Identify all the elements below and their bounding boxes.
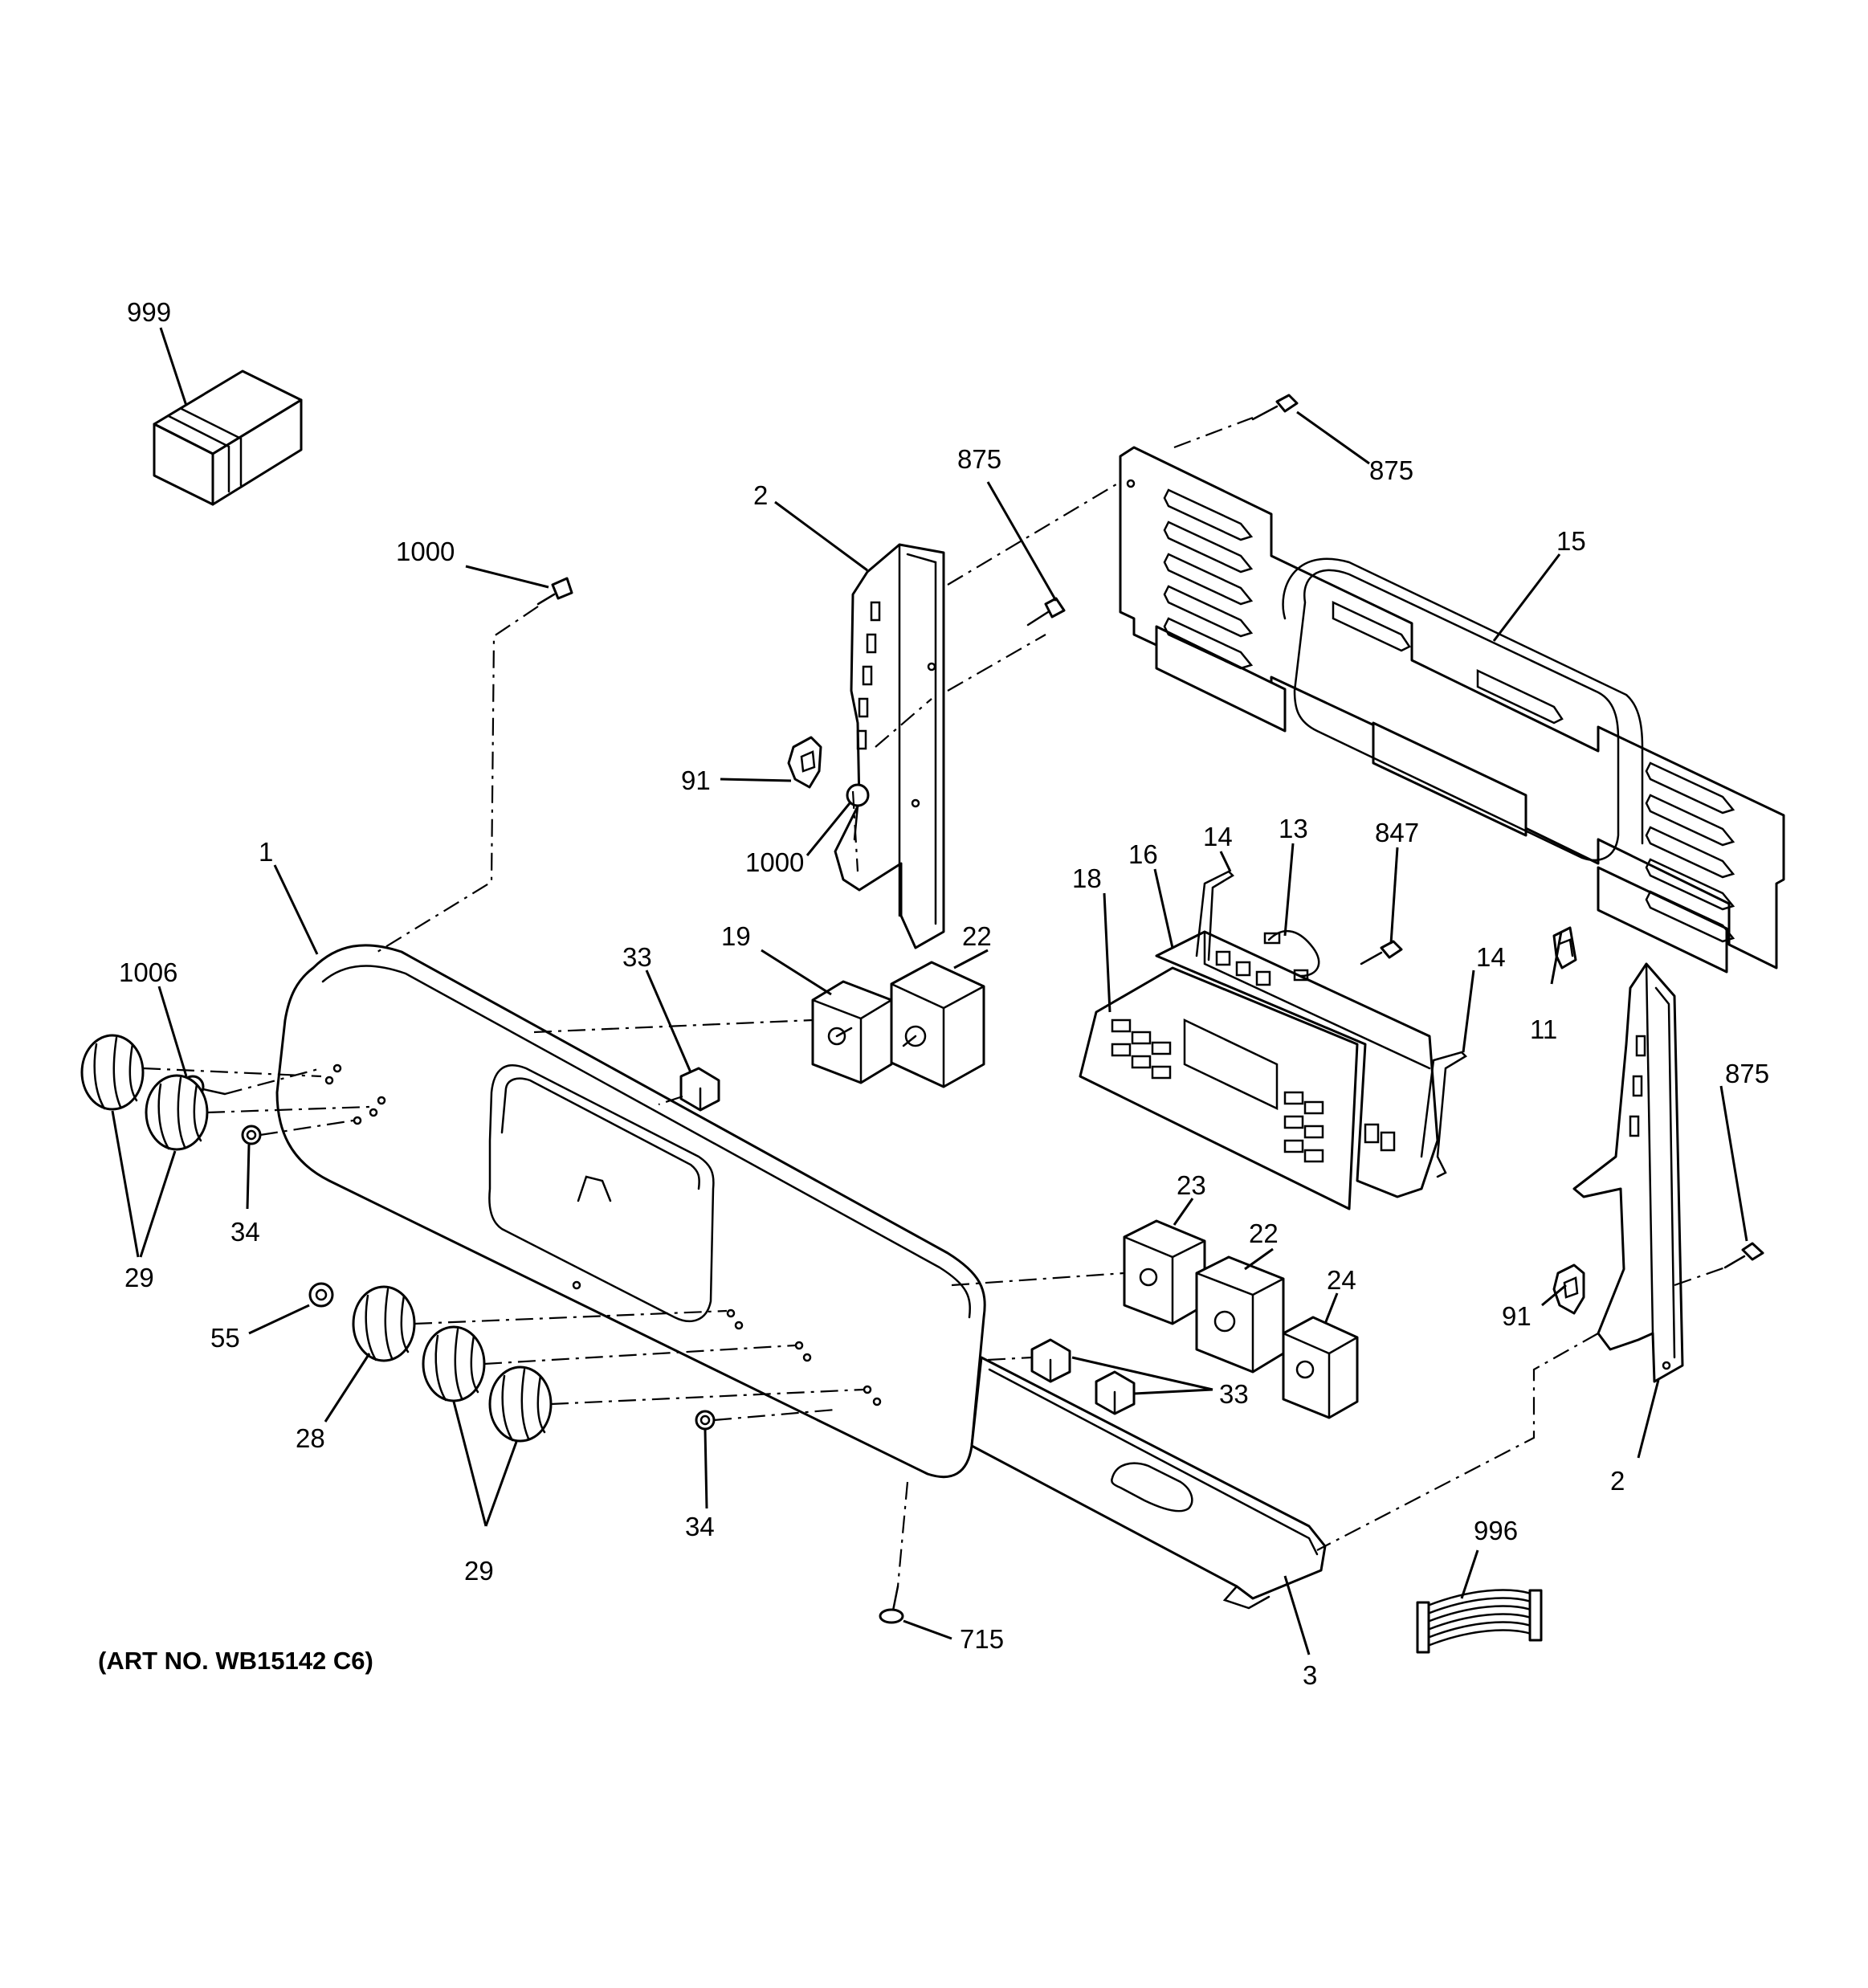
part-1-control-panel [275,944,986,1479]
label-34-upper: 34 [230,1217,260,1247]
assembly-lines [142,416,1726,1587]
part-22-switch-lower [1195,1255,1285,1374]
part-33-rocker-switch-upper [679,1067,720,1112]
label-847: 847 [1375,818,1419,847]
part-999-literature-box [153,369,303,506]
label-33-lower: 33 [1219,1379,1249,1409]
label-19: 19 [721,921,751,951]
part-23-switch [1123,1219,1206,1325]
part-29-knob-lower-2 [488,1365,553,1443]
part-875-screw-middle [1026,597,1066,627]
label-29-upper: 29 [124,1263,154,1292]
leader-lines [111,327,1748,1655]
label-23: 23 [1177,1170,1206,1200]
part-715-screw [879,1585,904,1624]
part-875-screw-right [1723,1242,1764,1269]
label-28: 28 [296,1423,325,1453]
label-1006: 1006 [119,957,177,987]
label-11: 11 [1530,1014,1557,1044]
label-34-lower: 34 [685,1512,715,1541]
part-2-end-cap-right [1572,962,1684,1383]
label-55: 55 [210,1323,240,1353]
label-24: 24 [1327,1265,1356,1295]
label-996: 996 [1474,1516,1518,1545]
part-33-rocker-switch-lower-right [1095,1370,1136,1415]
label-2-left: 2 [753,480,768,510]
part-1000-screw-upper [536,577,573,606]
label-15: 15 [1556,526,1586,556]
part-labels: 999 875 875 875 2 2 15 1000 1000 91 91 1… [119,297,1769,1690]
part-29-knob-lower-1 [422,1325,486,1402]
label-13: 13 [1279,814,1308,843]
part-28-knob [352,1285,416,1362]
part-16-control-board [1155,930,1439,1198]
vent-slots-right [1645,761,1735,943]
label-1000-upper: 1000 [396,537,455,566]
label-715: 715 [960,1624,1004,1654]
label-1: 1 [259,837,273,867]
art-number-caption: (ART NO. WB15142 C6) [98,1647,373,1675]
part-14-bracket-right [1420,1051,1468,1178]
part-91-clip-right [1552,1263,1585,1315]
label-22-lower: 22 [1249,1219,1279,1248]
vent-slots-left [1163,488,1254,670]
label-18: 18 [1072,863,1102,893]
part-875-screw-top [1251,394,1299,421]
part-22-switch-upper [890,961,985,1088]
label-91-left: 91 [681,765,711,795]
label-29-lower: 29 [464,1556,494,1586]
label-22-upper: 22 [962,921,992,951]
part-15-back-panel [1119,446,1785,974]
label-14-upper: 14 [1203,822,1233,851]
part-55-nut [308,1282,334,1308]
part-91-clip-left [787,736,822,789]
label-3: 3 [1303,1660,1317,1690]
label-875-middle: 875 [957,444,1001,474]
label-33-upper: 33 [622,942,652,972]
part-13-wire-harness [1263,930,1320,982]
part-29-knob-upper-2 [145,1074,209,1151]
label-91-right: 91 [1502,1301,1532,1331]
part-34-spring-upper [241,1125,262,1145]
label-1000-lower: 1000 [745,847,804,877]
part-18-keypad-overlay [1079,966,1359,1210]
label-16: 16 [1128,839,1158,869]
part-34-spring-lower [695,1410,716,1431]
part-19-infinite-switch [811,980,893,1084]
label-875-top: 875 [1369,455,1413,485]
part-2-end-cap-left [834,543,945,949]
part-33-rocker-switch-lower-left [1030,1338,1071,1383]
part-14-bracket-upper [1195,870,1235,961]
label-999: 999 [127,297,171,327]
label-875-right: 875 [1725,1059,1769,1088]
part-3-lower-trim [970,1356,1327,1610]
part-996-wire-harness [1416,1589,1543,1654]
part-24-switch [1282,1316,1359,1419]
part-847-screw [1360,940,1403,965]
part-29-knob-upper-1 [80,1034,145,1111]
label-2-right: 2 [1610,1466,1625,1496]
label-14-right: 14 [1476,942,1506,972]
